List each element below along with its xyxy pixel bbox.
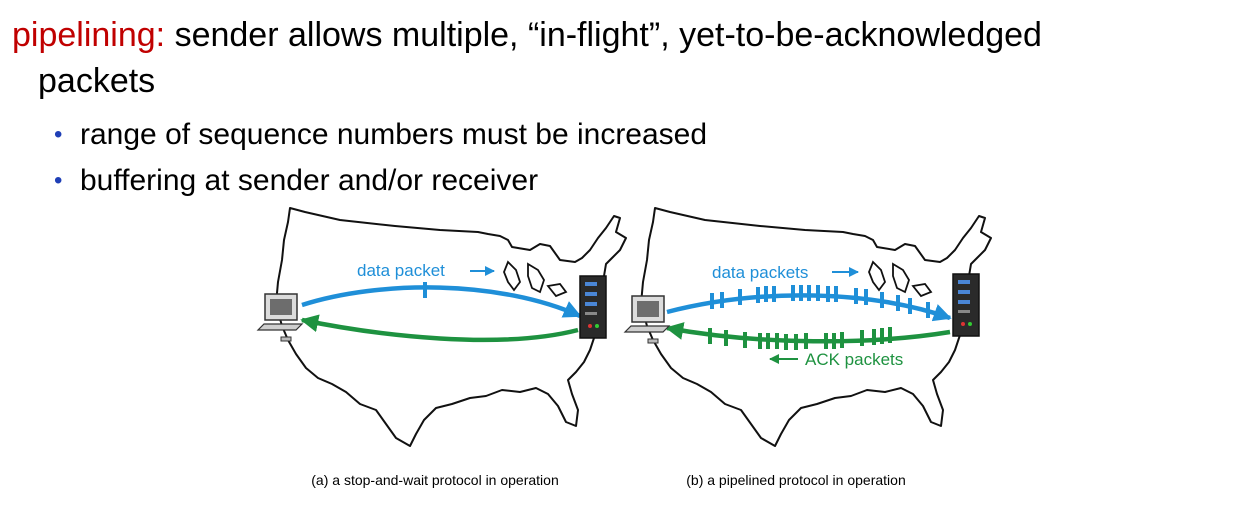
headline: pipelining: sender allows multiple, “in-…	[12, 12, 1227, 104]
ack-packets	[708, 327, 892, 350]
lake-outline	[892, 262, 910, 294]
headline-text: sender allows multiple, “in-flight”, yet…	[165, 16, 1042, 54]
caption-b: (b) a pipelined protocol in operation	[686, 472, 905, 488]
data-arrow	[666, 293, 952, 322]
ack-arrow	[300, 314, 579, 343]
ack-packets-label: ACK packets	[805, 350, 903, 369]
bullet-text: range of sequence numbers must be increa…	[80, 118, 708, 151]
lake-outline	[546, 283, 568, 298]
headline-keyword: pipelining:	[12, 16, 166, 54]
us-map-outline	[275, 207, 627, 447]
data-packets-label: data packets	[712, 263, 808, 282]
bullet-item: • buffering at sender and/or receiver	[52, 158, 707, 204]
computer-icon	[256, 293, 304, 342]
figure-a: data packet (a) a stop-and-wait protocol…	[256, 207, 627, 488]
server-icon	[579, 275, 607, 339]
data-packets	[710, 285, 930, 318]
lake-outline	[868, 260, 887, 292]
headline-continuation: packets	[38, 62, 156, 100]
bullet-dot-icon: •	[54, 121, 63, 148]
lake-outline	[527, 262, 545, 294]
ack-arrow	[665, 322, 951, 344]
figure-b: data packets ACK packets (b) a pipelined…	[623, 207, 992, 488]
bullet-dot-icon: •	[54, 167, 63, 194]
bullet-item: • range of sequence numbers must be incre…	[52, 112, 707, 158]
bullet-text: buffering at sender and/or receiver	[80, 164, 539, 197]
caption-a: (a) a stop-and-wait protocol in operatio…	[311, 472, 558, 488]
lake-outline	[503, 260, 522, 292]
server-icon	[952, 273, 980, 337]
data-arrow	[301, 285, 582, 319]
bullet-list: • range of sequence numbers must be incre…	[52, 112, 707, 204]
computer-icon	[623, 295, 671, 344]
lake-outline	[911, 283, 933, 298]
data-packet-label: data packet	[357, 261, 445, 280]
us-map-outline	[640, 207, 992, 447]
